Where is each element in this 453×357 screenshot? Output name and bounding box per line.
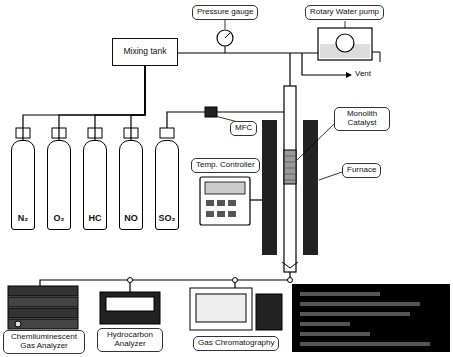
node-text: Rotary Water pump [310, 8, 379, 17]
text-bar [300, 322, 350, 326]
text-bar [300, 342, 430, 346]
display [106, 297, 154, 311]
gc-door [196, 294, 246, 322]
gauge-needle [225, 33, 230, 38]
valves [128, 278, 293, 283]
chemiluminescent-analyzer [8, 286, 78, 329]
callout-label: Temp. Controller [191, 158, 260, 173]
node-text: MFC [235, 124, 252, 133]
button [206, 211, 214, 217]
analyzer-body [100, 292, 160, 324]
gas-cylinder: N₂ [11, 140, 35, 230]
text-bar [300, 332, 370, 336]
rack-unit [8, 319, 78, 329]
text-bar [300, 292, 380, 296]
monolith-catalyst [284, 150, 296, 184]
gas-line [59, 66, 145, 140]
node-text: HC [89, 213, 102, 223]
knob [15, 321, 21, 327]
furnace-wall [303, 120, 318, 255]
node-text: NO [124, 213, 138, 223]
temp-controller-device [200, 177, 250, 225]
mfc-body [205, 107, 217, 117]
node-text: SO₂ [158, 213, 175, 223]
gas-cylinder: O₂ [47, 140, 71, 230]
blurred-text [300, 292, 430, 346]
node-text: O₂ [54, 213, 65, 223]
buttons [206, 200, 236, 217]
gas-line [95, 66, 145, 140]
node-text: Temp. Controller [196, 161, 255, 170]
reactor-inlet [289, 53, 290, 86]
catalyst-channels [284, 156, 296, 180]
leader-line [345, 21, 346, 28]
button [228, 211, 236, 217]
callout-label: Hydrocarbon Analyzer [97, 328, 163, 352]
gas-line [23, 66, 145, 140]
callout-label: Furnace [342, 163, 381, 178]
water-pump-housing [318, 28, 372, 60]
gas-cylinder: NO [119, 140, 143, 230]
pressure-gauge-symbol [217, 30, 233, 46]
node-text: Chemiluminescent Gas Analyzer [8, 333, 80, 351]
text-bar [300, 312, 410, 316]
regulators [16, 107, 217, 138]
valve [288, 278, 293, 283]
button [206, 200, 214, 206]
button [217, 211, 225, 217]
display [205, 182, 245, 194]
rack-unit [8, 308, 78, 318]
callout-label: Chemiluminescent Gas Analyzer [3, 330, 85, 354]
thermo-wire [250, 199, 262, 200]
rack-unit [8, 297, 78, 307]
valve [128, 278, 133, 283]
text-bar [300, 302, 420, 306]
free-label: Vent [354, 69, 372, 78]
node-text: Gas Chromatography [198, 339, 274, 348]
regulator [160, 128, 174, 138]
button [217, 200, 225, 206]
tube-outlet [282, 262, 298, 268]
button [228, 200, 236, 206]
node-text: Monolith Catalyst [339, 110, 385, 128]
node-text: N₂ [18, 213, 29, 223]
callout-label: Gas Chromatography [193, 336, 279, 351]
leader-line [297, 124, 334, 160]
valve [233, 278, 238, 283]
vent-arrowhead [346, 72, 352, 78]
gauge-stem [225, 46, 226, 53]
rack-unit [8, 286, 78, 296]
callout-label: Rotary Water pump [305, 5, 384, 20]
photo-panel [292, 284, 450, 352]
gc-body [190, 288, 252, 330]
gc-module [256, 294, 282, 330]
node-text: Furnace [347, 166, 376, 175]
gas-line [131, 66, 145, 140]
node-text: Mixing tank [124, 47, 167, 56]
node-text: Pressure gauge [197, 8, 253, 17]
pump-rotor [336, 34, 354, 52]
callout-label: Monolith Catalyst [334, 107, 390, 131]
mixing-tank: Mixing tank [112, 38, 178, 66]
hydrocarbon-analyzer [100, 292, 160, 324]
node-text: Hydrocarbon Analyzer [102, 331, 158, 349]
leader-line [225, 20, 226, 29]
furnace-wall [262, 120, 277, 255]
callout-label: Pressure gauge [192, 5, 258, 20]
reactor-tube [284, 86, 296, 272]
gas-cylinder: SO₂ [155, 140, 179, 230]
exhaust-line [40, 272, 290, 286]
callout-label: MFC [230, 121, 257, 136]
gas-chromatograph [190, 288, 282, 330]
feed-line [178, 52, 318, 53]
gas-cylinder: HC [83, 140, 107, 230]
pump-outlet [372, 52, 380, 62]
gas-lines [40, 53, 346, 292]
leader-line [319, 172, 342, 180]
